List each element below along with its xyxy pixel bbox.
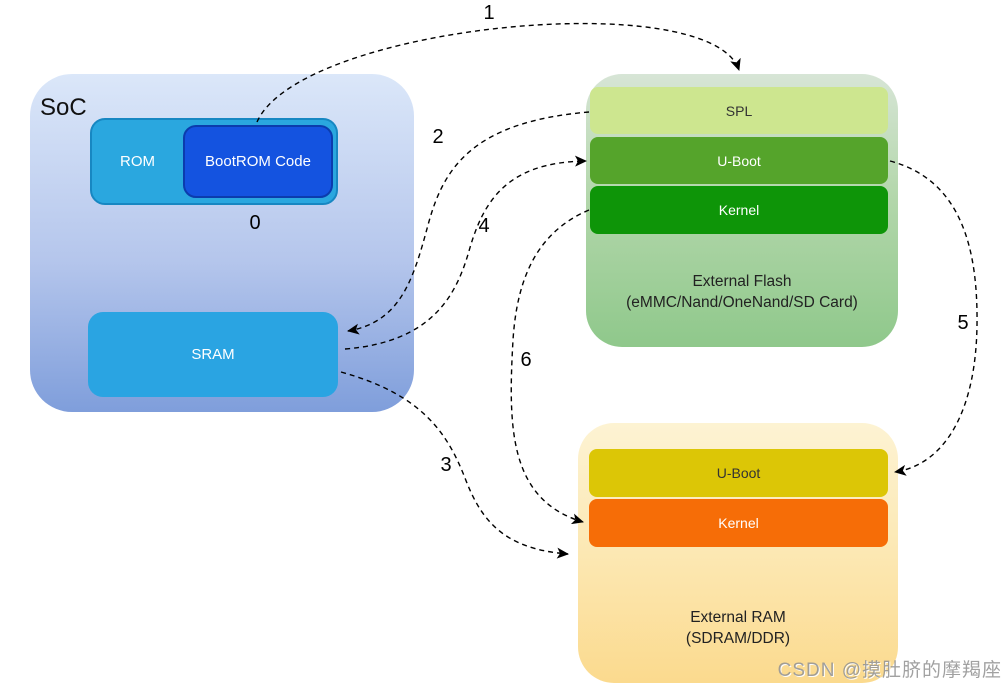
- ram-kernel-bar: Kernel: [589, 499, 888, 547]
- step-label-0: 0: [249, 212, 261, 234]
- ram-uboot-label: U-Boot: [716, 465, 761, 481]
- sram-box: SRAM: [88, 312, 338, 397]
- flash-uboot-label: U-Boot: [717, 152, 761, 169]
- external-ram-box: U-Boot Kernel External RAM (SDRAM/DDR): [578, 423, 898, 683]
- flash-kernel-label: Kernel: [718, 202, 760, 218]
- csdn-watermark: CSDN @摸肚脐的摩羯座: [777, 660, 1002, 681]
- flash-spl-bar: SPL: [590, 87, 888, 134]
- rom-box: ROM BootROM Code: [90, 118, 338, 205]
- rom-label: ROM: [120, 153, 155, 170]
- flash-spl-label: SPL: [725, 102, 753, 119]
- step-label-5: 5: [957, 312, 969, 334]
- step-label-2: 2: [432, 126, 444, 148]
- sram-label: SRAM: [191, 346, 235, 363]
- external-ram-name-line2: (SDRAM/DDR): [685, 630, 791, 647]
- external-ram-name-line1: External RAM: [690, 609, 786, 626]
- step-label-3: 3: [440, 454, 452, 476]
- external-flash-name: External Flash (eMMC/Nand/OneNand/SD Car…: [586, 271, 898, 313]
- external-flash-name-line1: External Flash: [692, 273, 792, 290]
- external-ram-name: External RAM (SDRAM/DDR): [578, 607, 898, 649]
- step-label-4: 4: [478, 215, 490, 237]
- soc-title: SoC: [40, 94, 87, 121]
- flash-kernel-bar: Kernel: [590, 186, 888, 234]
- step-label-1: 1: [483, 2, 495, 24]
- bootrom-code-label: BootROM Code: [205, 153, 311, 170]
- soc-box: SoC ROM BootROM Code SRAM: [30, 74, 414, 412]
- bootrom-code-box: BootROM Code: [183, 125, 333, 198]
- ram-kernel-label: Kernel: [718, 515, 759, 531]
- external-flash-box: SPL U-Boot Kernel External Flash (eMMC/N…: [586, 74, 898, 347]
- step-label-6: 6: [520, 349, 532, 371]
- ram-uboot-bar: U-Boot: [589, 449, 888, 497]
- flash-uboot-bar: U-Boot: [590, 137, 888, 184]
- external-flash-name-line2: (eMMC/Nand/OneNand/SD Card): [626, 294, 858, 311]
